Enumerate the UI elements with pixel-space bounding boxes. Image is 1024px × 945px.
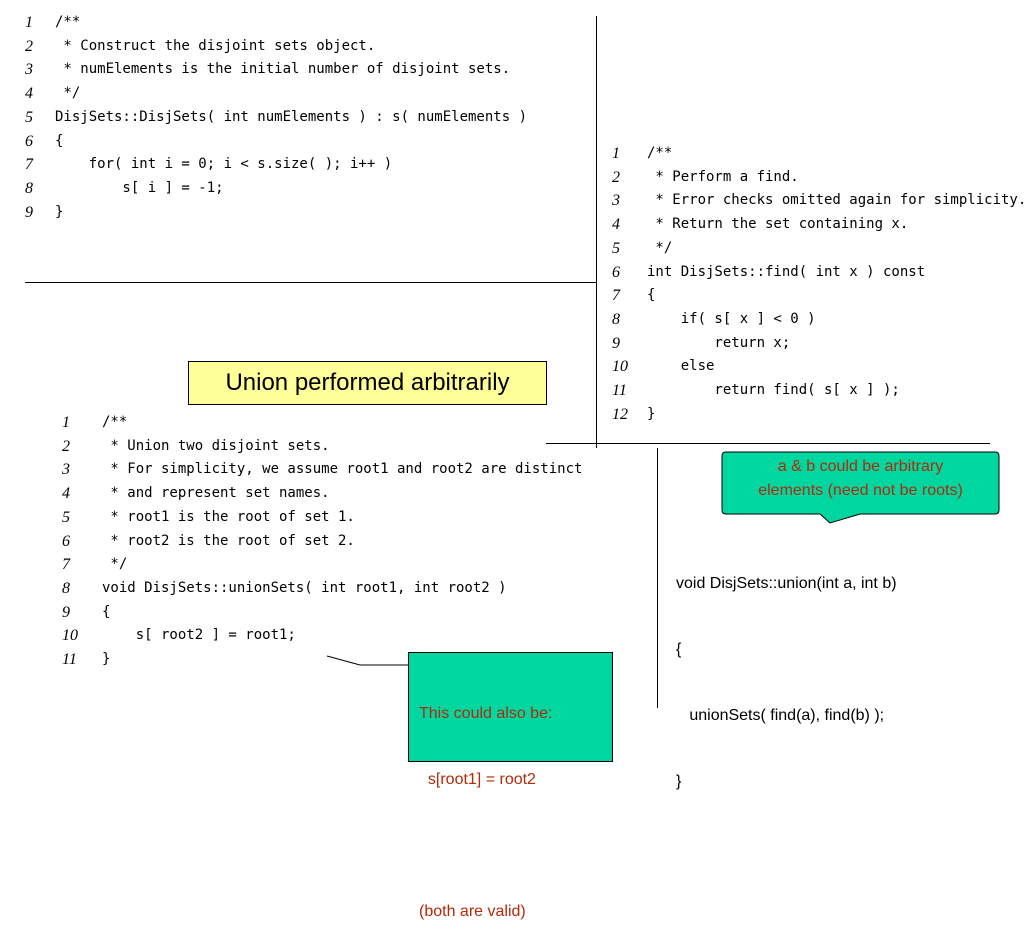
- code-line: }: [55, 203, 64, 220]
- code-line: * Error checks omitted again for simplic…: [647, 192, 1024, 209]
- find-code-block: 1 /** 2 * Perform a find. 3 * Error checks …: [612, 142, 1024, 432]
- line-number: 2: [62, 437, 70, 455]
- union-wrapper-code: void DisjSets::union(int a, int b) { uni…: [676, 529, 897, 815]
- code-line: /**: [102, 414, 128, 430]
- line-number: 4: [62, 485, 70, 503]
- line-number: 6: [62, 532, 70, 550]
- line-number: 5: [612, 239, 620, 257]
- line-number: 2: [612, 168, 620, 186]
- horizontal-divider-left: [25, 282, 596, 283]
- line-number: 9: [25, 203, 33, 221]
- roots-note-line-2: elements (need not be roots): [758, 482, 963, 499]
- line-number: 1: [62, 414, 70, 431]
- alternative-note: This could also be: s[root1] = root2 (bo…: [408, 652, 613, 920]
- code-line: s[ i ] = -1;: [55, 179, 224, 196]
- code-line: * numElements is the initial number of d…: [55, 61, 511, 78]
- line-number: 7: [62, 556, 70, 574]
- line-number: 8: [25, 179, 33, 197]
- line-number: 5: [62, 508, 70, 526]
- code-line: for( int i = 0; i < s.size( ); i++ ): [55, 156, 393, 173]
- line-number: 12: [612, 405, 628, 423]
- code-line: */: [647, 239, 673, 256]
- code-line: */: [55, 85, 81, 102]
- line-number: 11: [62, 651, 77, 668]
- code-line: * root2 is the root of set 2.: [102, 532, 355, 549]
- union-title-text: Union performed arbitrarily: [225, 369, 510, 396]
- code-line: * For simplicity, we assume root1 and ro…: [102, 461, 583, 478]
- alternative-note-line-1: This could also be:: [419, 705, 553, 722]
- alternative-note-line-2: s[root1] = root2: [419, 771, 536, 788]
- line-number: 7: [612, 287, 620, 305]
- line-number: 7: [25, 156, 33, 174]
- line-number: 3: [62, 461, 70, 479]
- wrapper-line-4: }: [676, 773, 682, 790]
- line-number: 6: [25, 132, 33, 150]
- line-number: 8: [612, 310, 620, 328]
- code-line: * Union two disjoint sets.: [102, 437, 330, 454]
- wrapper-line-1: void DisjSets::union(int a, int b): [676, 575, 897, 592]
- code-line: {: [55, 132, 64, 149]
- vertical-divider-bottom: [657, 448, 658, 708]
- line-number: 5: [25, 108, 33, 126]
- wrapper-line-2: {: [676, 641, 682, 658]
- code-line: int DisjSets::find( int x ) const: [647, 263, 926, 280]
- roots-note: a & b could be arbitrary elements (need …: [722, 455, 999, 511]
- code-line: return find( s[ x ] );: [647, 382, 900, 398]
- line-number: 4: [612, 216, 620, 234]
- code-line: * Perform a find.: [647, 168, 799, 185]
- line-number: 9: [612, 334, 620, 352]
- line-number: 6: [612, 263, 620, 281]
- line-number: 4: [25, 85, 33, 103]
- code-line: }: [102, 651, 111, 667]
- alternative-note-line-3: [419, 835, 602, 857]
- horizontal-divider-right: [546, 443, 990, 444]
- line-number: 1: [25, 14, 33, 31]
- code-line: * Return the set containing x.: [647, 216, 909, 233]
- code-line: else: [647, 358, 715, 375]
- code-line: {: [102, 603, 111, 620]
- line-number: 11: [612, 382, 627, 399]
- code-line: * root1 is the root of set 1.: [102, 508, 355, 525]
- line-number: 8: [62, 579, 70, 597]
- line-number: 3: [612, 192, 620, 210]
- code-line: return x;: [647, 334, 791, 351]
- line-number: 9: [62, 603, 70, 621]
- constructor-code-block: 1 /** 2 * Construct the disjoint sets obje…: [25, 11, 585, 231]
- union-title-box: Union performed arbitrarily: [188, 361, 547, 405]
- code-line: void DisjSets::unionSets( int root1, int…: [102, 579, 507, 596]
- code-line: DisjSets::DisjSets( int numElements ) : …: [55, 108, 528, 125]
- line-number: 10: [612, 358, 628, 376]
- code-line: if( s[ x ] < 0 ): [647, 310, 816, 327]
- code-line: * Construct the disjoint sets object.: [55, 37, 376, 54]
- code-line: /**: [647, 145, 673, 161]
- code-line: s[ root2 ] = root1;: [102, 627, 296, 644]
- line-number: 2: [25, 37, 33, 55]
- union-code-block: 1 /** 2 * Union two disjoint sets. 3 * For …: [62, 411, 624, 701]
- code-line: {: [647, 287, 656, 304]
- roots-note-line-1: a & b could be arbitrary: [777, 458, 944, 475]
- line-number: 3: [25, 61, 33, 79]
- vertical-divider-top: [596, 16, 597, 448]
- code-line: * and represent set names.: [102, 485, 330, 502]
- code-line: */: [102, 556, 128, 573]
- alternative-note-line-4: (both are valid): [419, 903, 526, 920]
- code-line: /**: [55, 14, 81, 30]
- code-line: }: [647, 405, 656, 422]
- line-number: 1: [612, 145, 620, 162]
- line-number: 10: [62, 627, 78, 645]
- wrapper-line-3: unionSets( find(a), find(b) );: [676, 707, 885, 724]
